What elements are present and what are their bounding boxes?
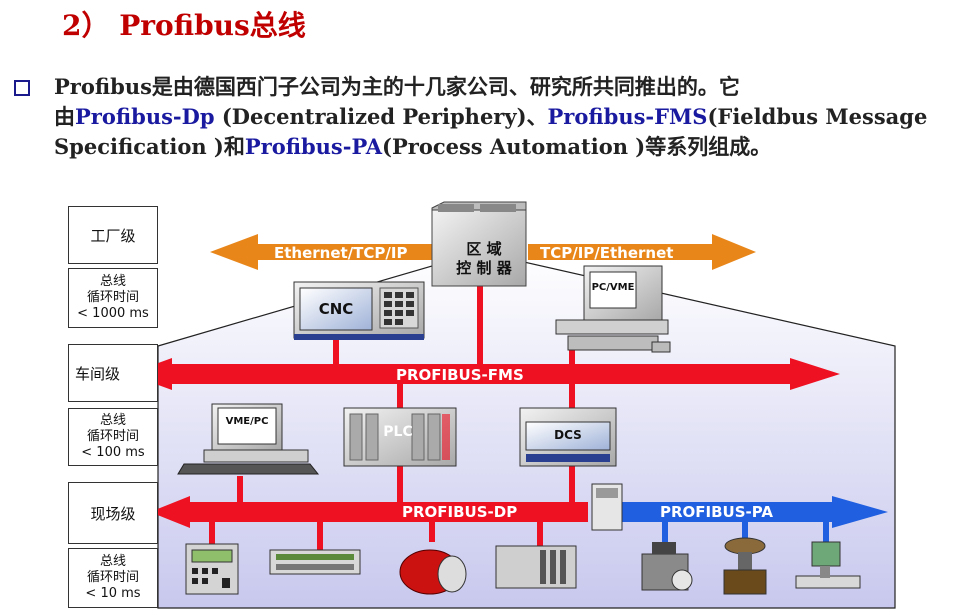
dp-bus-arrow xyxy=(150,496,588,528)
level-factory: 工厂级 xyxy=(68,206,158,264)
ethernet-right-label: TCP/IP/Ethernet xyxy=(540,244,674,262)
intro-line-1: Profibus是由德国西门子公司为主的十几家公司、研究所共同推出的。它 xyxy=(54,74,740,99)
dp-bus-label: PROFIBUS-DP xyxy=(402,503,518,521)
field-device-compact-io xyxy=(495,545,577,589)
pa-bus-arrow xyxy=(620,496,888,528)
intro-line-2: 由Profibus-Dp (Decentralized Periphery)、P… xyxy=(54,104,928,129)
profibus-dp-term: Profibus-Dp xyxy=(75,104,215,129)
plc-label: PLC xyxy=(383,424,413,440)
profibus-pa-term: Profibus-PA xyxy=(244,134,383,159)
fms-bus-label: PROFIBUS-FMS xyxy=(396,366,524,384)
ethernet-right-arrow xyxy=(528,234,756,270)
vme-pc-label: VME/PC xyxy=(225,416,269,427)
dcs-panel xyxy=(519,407,617,467)
vme-pc-computer xyxy=(177,403,320,475)
level-workshop: 车间级 xyxy=(68,344,158,402)
cycle-time-10: 总线 循环时间 < 10 ms xyxy=(68,548,158,608)
page-title: 2） Profibus总线 xyxy=(62,9,306,42)
pc-vme-label: PC/VME xyxy=(591,282,635,293)
dcs-label: DCS xyxy=(554,428,582,442)
field-device-flow-transmitter xyxy=(795,541,861,589)
field-device-valve-actuator xyxy=(641,542,693,591)
profibus-architecture-diagram: 工厂级 总线 循环时间 < 1000 ms 车间级 总线 循环时间 < 100 … xyxy=(0,196,961,610)
diagram-graphics xyxy=(128,201,896,609)
field-device-io-module xyxy=(269,549,361,575)
field-device-drive xyxy=(399,549,467,595)
intro-paragraph: Profibus是由德国西门子公司为主的十几家公司、研究所共同推出的。它 由Pr… xyxy=(54,72,954,162)
cnc-label: CNC xyxy=(318,300,354,318)
ethernet-left-arrow xyxy=(210,234,432,270)
dp-pa-coupler xyxy=(591,483,623,531)
ethernet-left-label: Ethernet/TCP/IP xyxy=(274,244,408,262)
fms-bus-arrow xyxy=(128,358,840,390)
bullet-square-icon xyxy=(14,80,30,96)
pc-vme-computer xyxy=(555,265,671,353)
field-device-operator-panel xyxy=(185,543,239,595)
plc-rack xyxy=(343,407,457,467)
area-controller-device xyxy=(431,201,527,287)
area-controller-label: 区 域 控 制 器 xyxy=(456,240,512,277)
cycle-time-100: 总线 循环时间 < 100 ms xyxy=(68,408,158,466)
cycle-time-1000: 总线 循环时间 < 1000 ms xyxy=(68,268,158,328)
level-field: 现场级 xyxy=(68,482,158,544)
field-device-control-valve xyxy=(723,537,767,595)
intro-line-3: Specification )和Profibus-PA(Process Auto… xyxy=(54,134,772,159)
cnc-device xyxy=(293,281,425,340)
profibus-fms-term: Profibus-FMS xyxy=(547,104,708,129)
pa-bus-label: PROFIBUS-PA xyxy=(660,503,773,521)
